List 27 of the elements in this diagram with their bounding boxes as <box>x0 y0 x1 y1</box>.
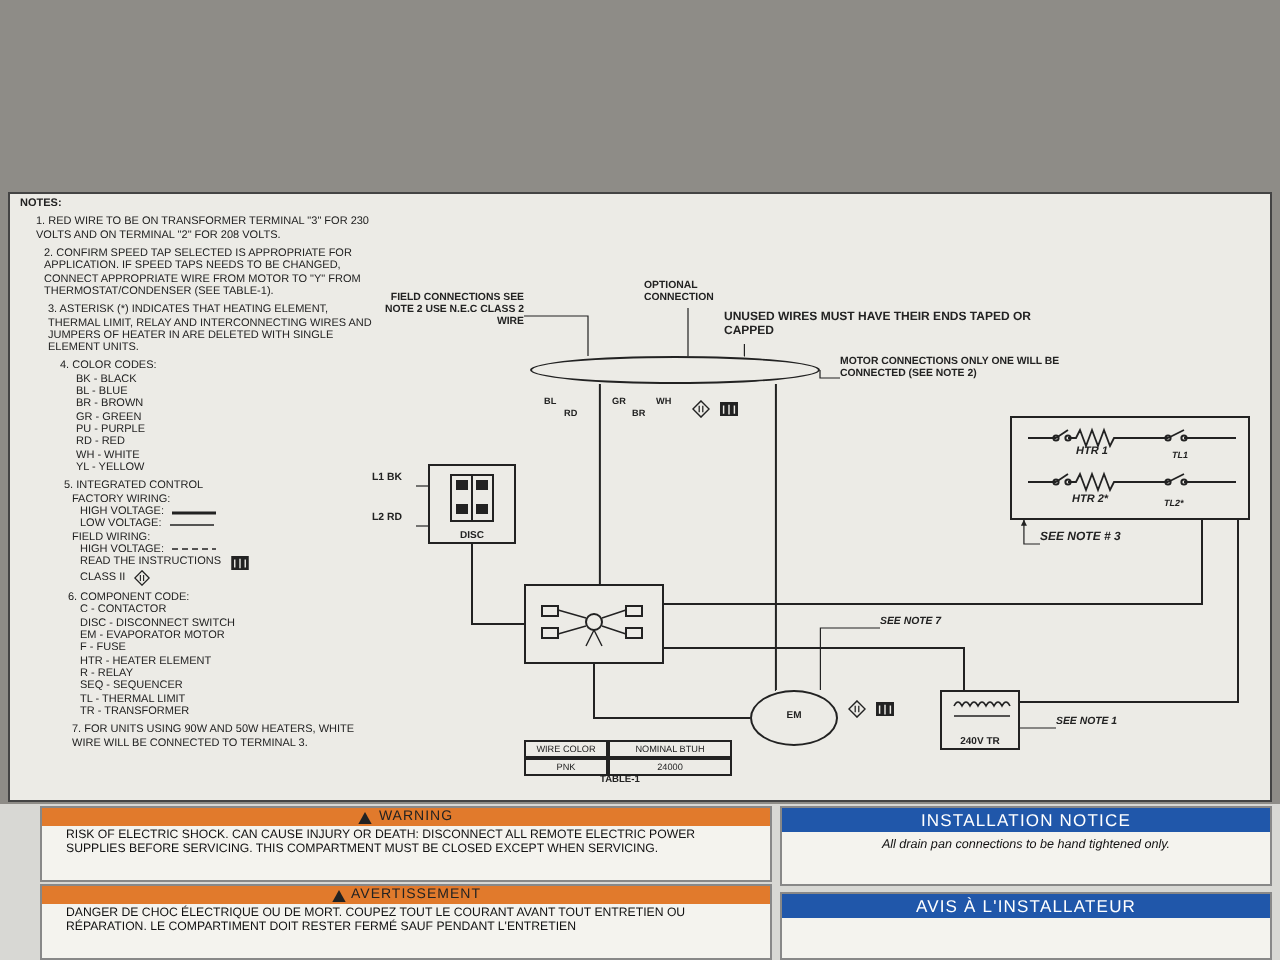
wire <box>663 519 1203 605</box>
wire <box>663 647 965 691</box>
disconnect-switch <box>428 464 516 544</box>
wire <box>593 663 751 719</box>
leader-line <box>415 525 429 527</box>
notice-title: AVIS À L'INSTALLATEUR <box>782 894 1270 918</box>
leader-line <box>415 485 429 487</box>
warning-label <box>40 806 772 882</box>
leader-line <box>1019 727 1057 729</box>
leader-line <box>523 315 589 357</box>
notice-label <box>780 892 1272 960</box>
heater-box <box>1010 416 1250 520</box>
transformer-symbol <box>940 690 1020 750</box>
warning-label <box>40 884 772 960</box>
notice-label <box>780 806 1272 886</box>
wire <box>774 383 777 691</box>
wire <box>471 543 525 625</box>
leader-line <box>819 369 841 379</box>
leader-line <box>743 343 745 357</box>
leader-line <box>1020 519 1041 545</box>
wire-bundle-ellipse <box>530 356 820 384</box>
leader-line <box>687 307 689 357</box>
notice-title: INSTALLATION NOTICE <box>782 808 1270 832</box>
wire <box>1019 519 1239 703</box>
control-board <box>524 584 664 664</box>
leader-line <box>819 627 881 691</box>
wire <box>598 383 601 585</box>
